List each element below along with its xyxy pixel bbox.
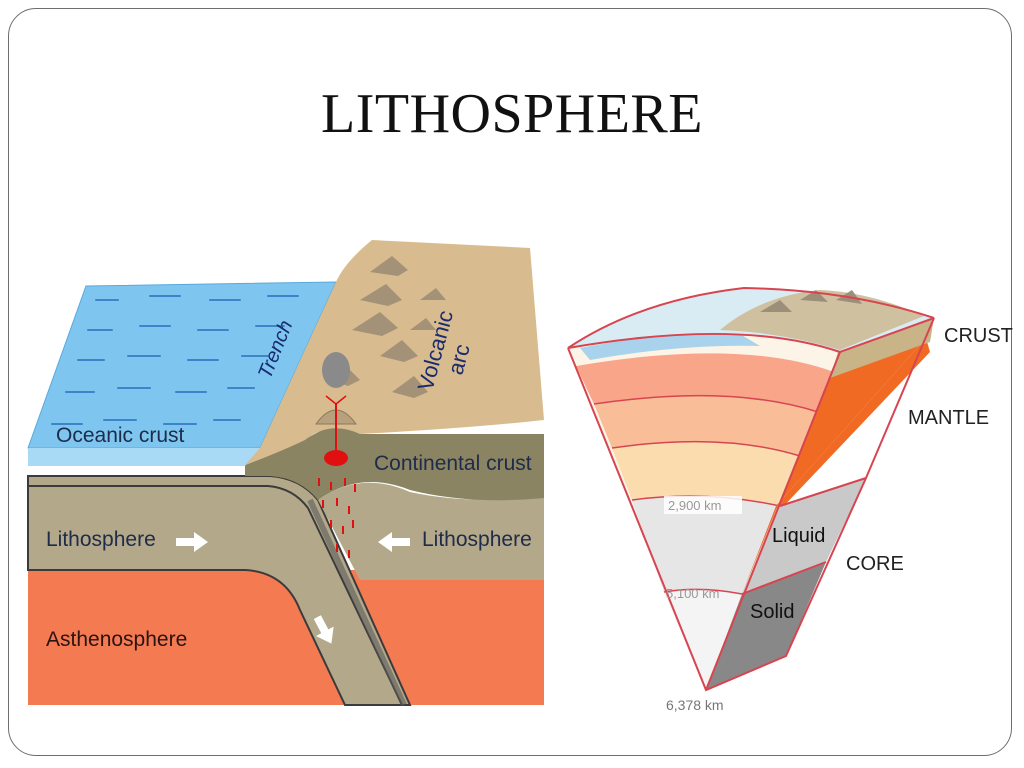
melt-droplets	[318, 478, 356, 558]
arrow-left-icon	[378, 532, 410, 552]
lithosphere-left-label: Lithosphere	[46, 528, 156, 551]
ocean-waves	[51, 295, 299, 425]
volcano-plume	[322, 352, 350, 388]
liquid-core-label: Liquid	[772, 525, 825, 547]
oceanic-crust-label: Oceanic crust	[56, 424, 185, 447]
lithosphere-right	[318, 482, 544, 580]
magma-chamber	[324, 450, 348, 466]
solid-core-label: Solid	[750, 601, 794, 623]
subduction-diagram: Trench Volcanic arc Oceanic crust Contin…	[27, 240, 544, 707]
mantle-label: MANTLE	[908, 407, 989, 429]
asthenosphere-layer	[28, 570, 544, 705]
earth-wedge-diagram: 2,900 km 5,100 km 6,378 km CRUST MANTLE …	[567, 286, 1013, 713]
depth-center-label: 6,378 km	[666, 697, 724, 713]
asthenosphere-label: Asthenosphere	[46, 628, 187, 651]
solid-core-face	[706, 562, 826, 690]
lithosphere-slab-left	[27, 475, 412, 706]
arrow-right-icon	[176, 532, 208, 552]
depth-mantle-base-label: 2,900 km	[668, 498, 721, 513]
depth-outer-core-base-label: 5,100 km	[666, 586, 719, 601]
arrow-down-icon	[313, 615, 334, 644]
crust-side-strip	[830, 318, 934, 378]
lithosphere-right-label: Lithosphere	[422, 528, 532, 551]
slide-title: LITHOSPHERE	[321, 83, 703, 145]
core-label: CORE	[846, 553, 904, 575]
ocean-front	[28, 448, 260, 466]
continental-crust-label: Continental crust	[374, 452, 532, 475]
liquid-core-face	[742, 478, 866, 594]
crust-label: CRUST	[944, 325, 1013, 347]
wedge-outline	[567, 286, 935, 692]
